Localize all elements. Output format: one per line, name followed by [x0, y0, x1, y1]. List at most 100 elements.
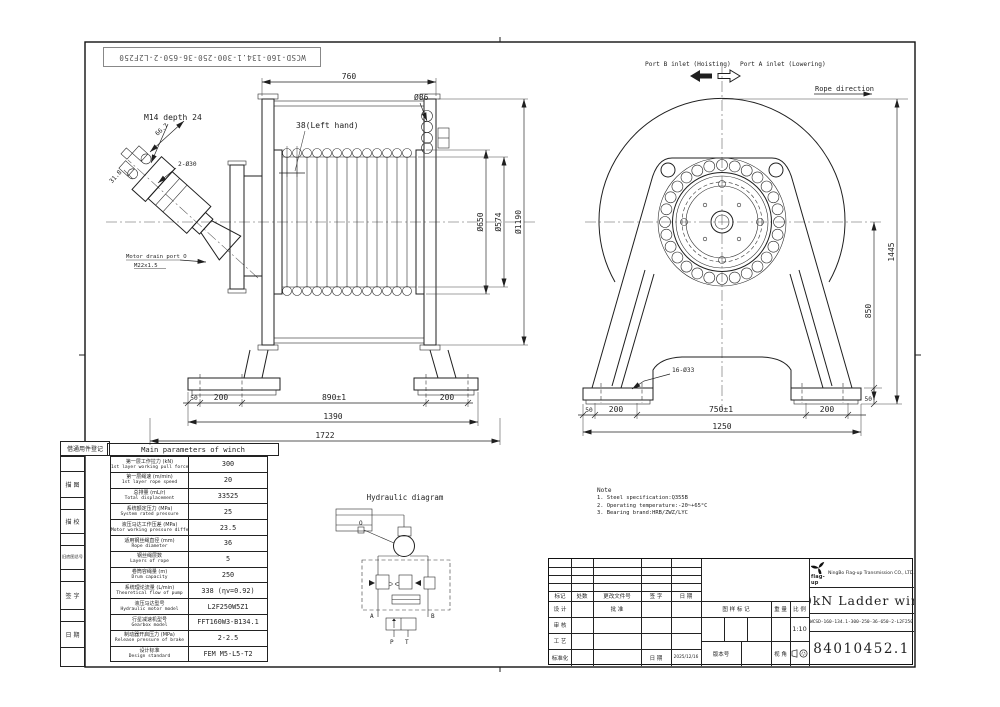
company-cell: flag-up NingBo Flag-up Transmission CO.,…: [809, 559, 915, 587]
sheet-frame: [79, 37, 921, 672]
version-label: 版本号: [712, 651, 730, 658]
table-row: 第一层工作拉力 (kN)1st layer working pull force…: [110, 456, 268, 473]
dim-d86: Ø86: [414, 92, 429, 102]
drawing-mark-label: 图 样 标 记: [722, 607, 750, 613]
model-code: WCSD-160-134.1-300-250-36-650-2-L2F250: [810, 619, 913, 625]
dim-890: 890±1: [322, 393, 346, 402]
sidebar-strip: 描 图 描 校 旧底图总号 签 字 日 期: [60, 456, 85, 667]
label-motor-drain: Motor drain port O: [126, 254, 187, 260]
date-value: 2025/12/16: [673, 655, 699, 660]
company-name: NingBo Flag-up Transmission CO., LTD.: [828, 570, 915, 576]
params-title: Main parameters of winch: [107, 443, 279, 456]
dim-d650: Ø650: [475, 212, 485, 231]
sidebar-item: 描 图: [65, 481, 80, 489]
drawing-code-stamp: WCSD-160-134.1-300-250-36-650-2-L2F250: [103, 47, 321, 67]
dim-sv-200b: 200: [440, 393, 455, 402]
sidebar-item: 日 期: [65, 631, 80, 639]
note-line: 3. Bearing brand:HRB/ZWZ/LYC: [597, 510, 688, 517]
role-design: 设 计: [553, 607, 567, 613]
drawing-code-stamp-text: WCSD-160-134.1-300-250-36-650-2-L2F250: [118, 52, 306, 62]
dim-1445: 1445: [887, 242, 896, 261]
rev-header-mark: 标记: [554, 594, 566, 600]
hydraulic-diagram: Hydraulic diagram O: [335, 493, 451, 646]
rev-header-count: 处数: [576, 594, 588, 600]
title-block: 标记 处数 更改文件号 签 字 日 期 设 计 审 核 工 艺 标准化 批 准 …: [548, 558, 915, 666]
dim-pitch: 38(Left hand): [296, 121, 359, 130]
table-row: 液压马达工作压差 (MPa)Motor working pressure dif…: [110, 519, 268, 536]
drawing-number: 84010452.1: [813, 640, 910, 657]
note-line: 2. Operating temperature:-20~+65°C: [597, 502, 708, 509]
dim-31-8: 31.8: [108, 169, 123, 185]
role-standardize: 标准化: [551, 655, 569, 662]
logo-text: flag-up: [811, 573, 825, 586]
scale-value: 1:10: [792, 625, 807, 633]
dim-m14: M14 depth 24: [144, 113, 202, 122]
product-title: 300kN Ladder winch: [809, 592, 914, 608]
label-motor-drain-thread: M22x1.5: [134, 263, 158, 269]
register-label: 借通用件登记: [66, 446, 103, 453]
side-view: 760 Ø86 38(Left hand) M14 depth 24 66.7 …: [106, 72, 536, 445]
role-process: 工 艺: [553, 639, 567, 645]
sidebar-item: 签 字: [65, 592, 80, 600]
dim-1722: 1722: [315, 431, 334, 440]
view-angle-label: 视 角: [774, 651, 787, 658]
hydraulic-title: Hydraulic diagram: [367, 493, 444, 502]
rev-header-sign: 签 字: [649, 594, 663, 600]
dim-850: 850: [864, 304, 873, 319]
label-rope-direction: Rope direction: [815, 85, 874, 93]
date-label: 日 期: [649, 655, 663, 662]
label-port-b: Port B inlet (Hoisting): [645, 61, 731, 68]
label-port-a: Port A inlet (Lowering): [740, 61, 826, 68]
role-check: 审 核: [553, 623, 567, 629]
motor-assembly: [118, 145, 242, 261]
sidebar-item: 旧底图总号: [62, 554, 83, 559]
dim-16-d33: 16-Ø33: [672, 366, 695, 374]
dim-1390: 1390: [323, 412, 342, 421]
hydraulic-port-o: O: [359, 520, 363, 527]
rope-exit: [421, 110, 450, 154]
front-view: Port B inlet (Hoisting) Port A inlet (Lo…: [578, 61, 908, 436]
hydraulic-port-b: B: [431, 613, 435, 620]
dim-750: 750±1: [709, 405, 733, 414]
dim-fv-50: 50: [585, 407, 593, 414]
dim-760: 760: [342, 72, 357, 81]
gear-ring: [657, 157, 787, 287]
port-arrows: [690, 69, 741, 83]
dim-d574: Ø574: [493, 212, 503, 231]
hydraulic-port-a: A: [370, 613, 374, 620]
dim-fv-50b: 50: [865, 396, 873, 403]
dim-fv-200a: 200: [609, 405, 624, 414]
scale-label: 比 例: [793, 607, 806, 613]
rev-header-docno: 更改文件号: [603, 594, 631, 600]
projection-symbol-icon: [790, 641, 809, 666]
rope-coils: [282, 148, 416, 296]
frame-base: [187, 349, 479, 399]
note-line: 1. Steel specification:Q355B: [597, 495, 688, 501]
dim-2-d30: 2-Ø30: [178, 160, 197, 168]
note-block: Note 1. Steel specification:Q355B 2. Ope…: [597, 487, 767, 518]
hydraulic-port-p: P: [390, 639, 394, 646]
dim-sv-200a: 200: [214, 393, 229, 402]
note-title: Note: [597, 487, 612, 494]
dim-fv-200b: 200: [820, 405, 835, 414]
weight-label: 重 量: [774, 607, 787, 613]
dim-sv-50: 50: [190, 395, 198, 402]
params-table: 第一层工作拉力 (kN)1st layer working pull force…: [110, 456, 268, 663]
gearbox-plates: [227, 160, 263, 294]
role-approve: 批 准: [610, 607, 624, 613]
dim-d1190: Ø1190: [513, 210, 523, 234]
hydraulic-port-t: T: [405, 639, 409, 646]
